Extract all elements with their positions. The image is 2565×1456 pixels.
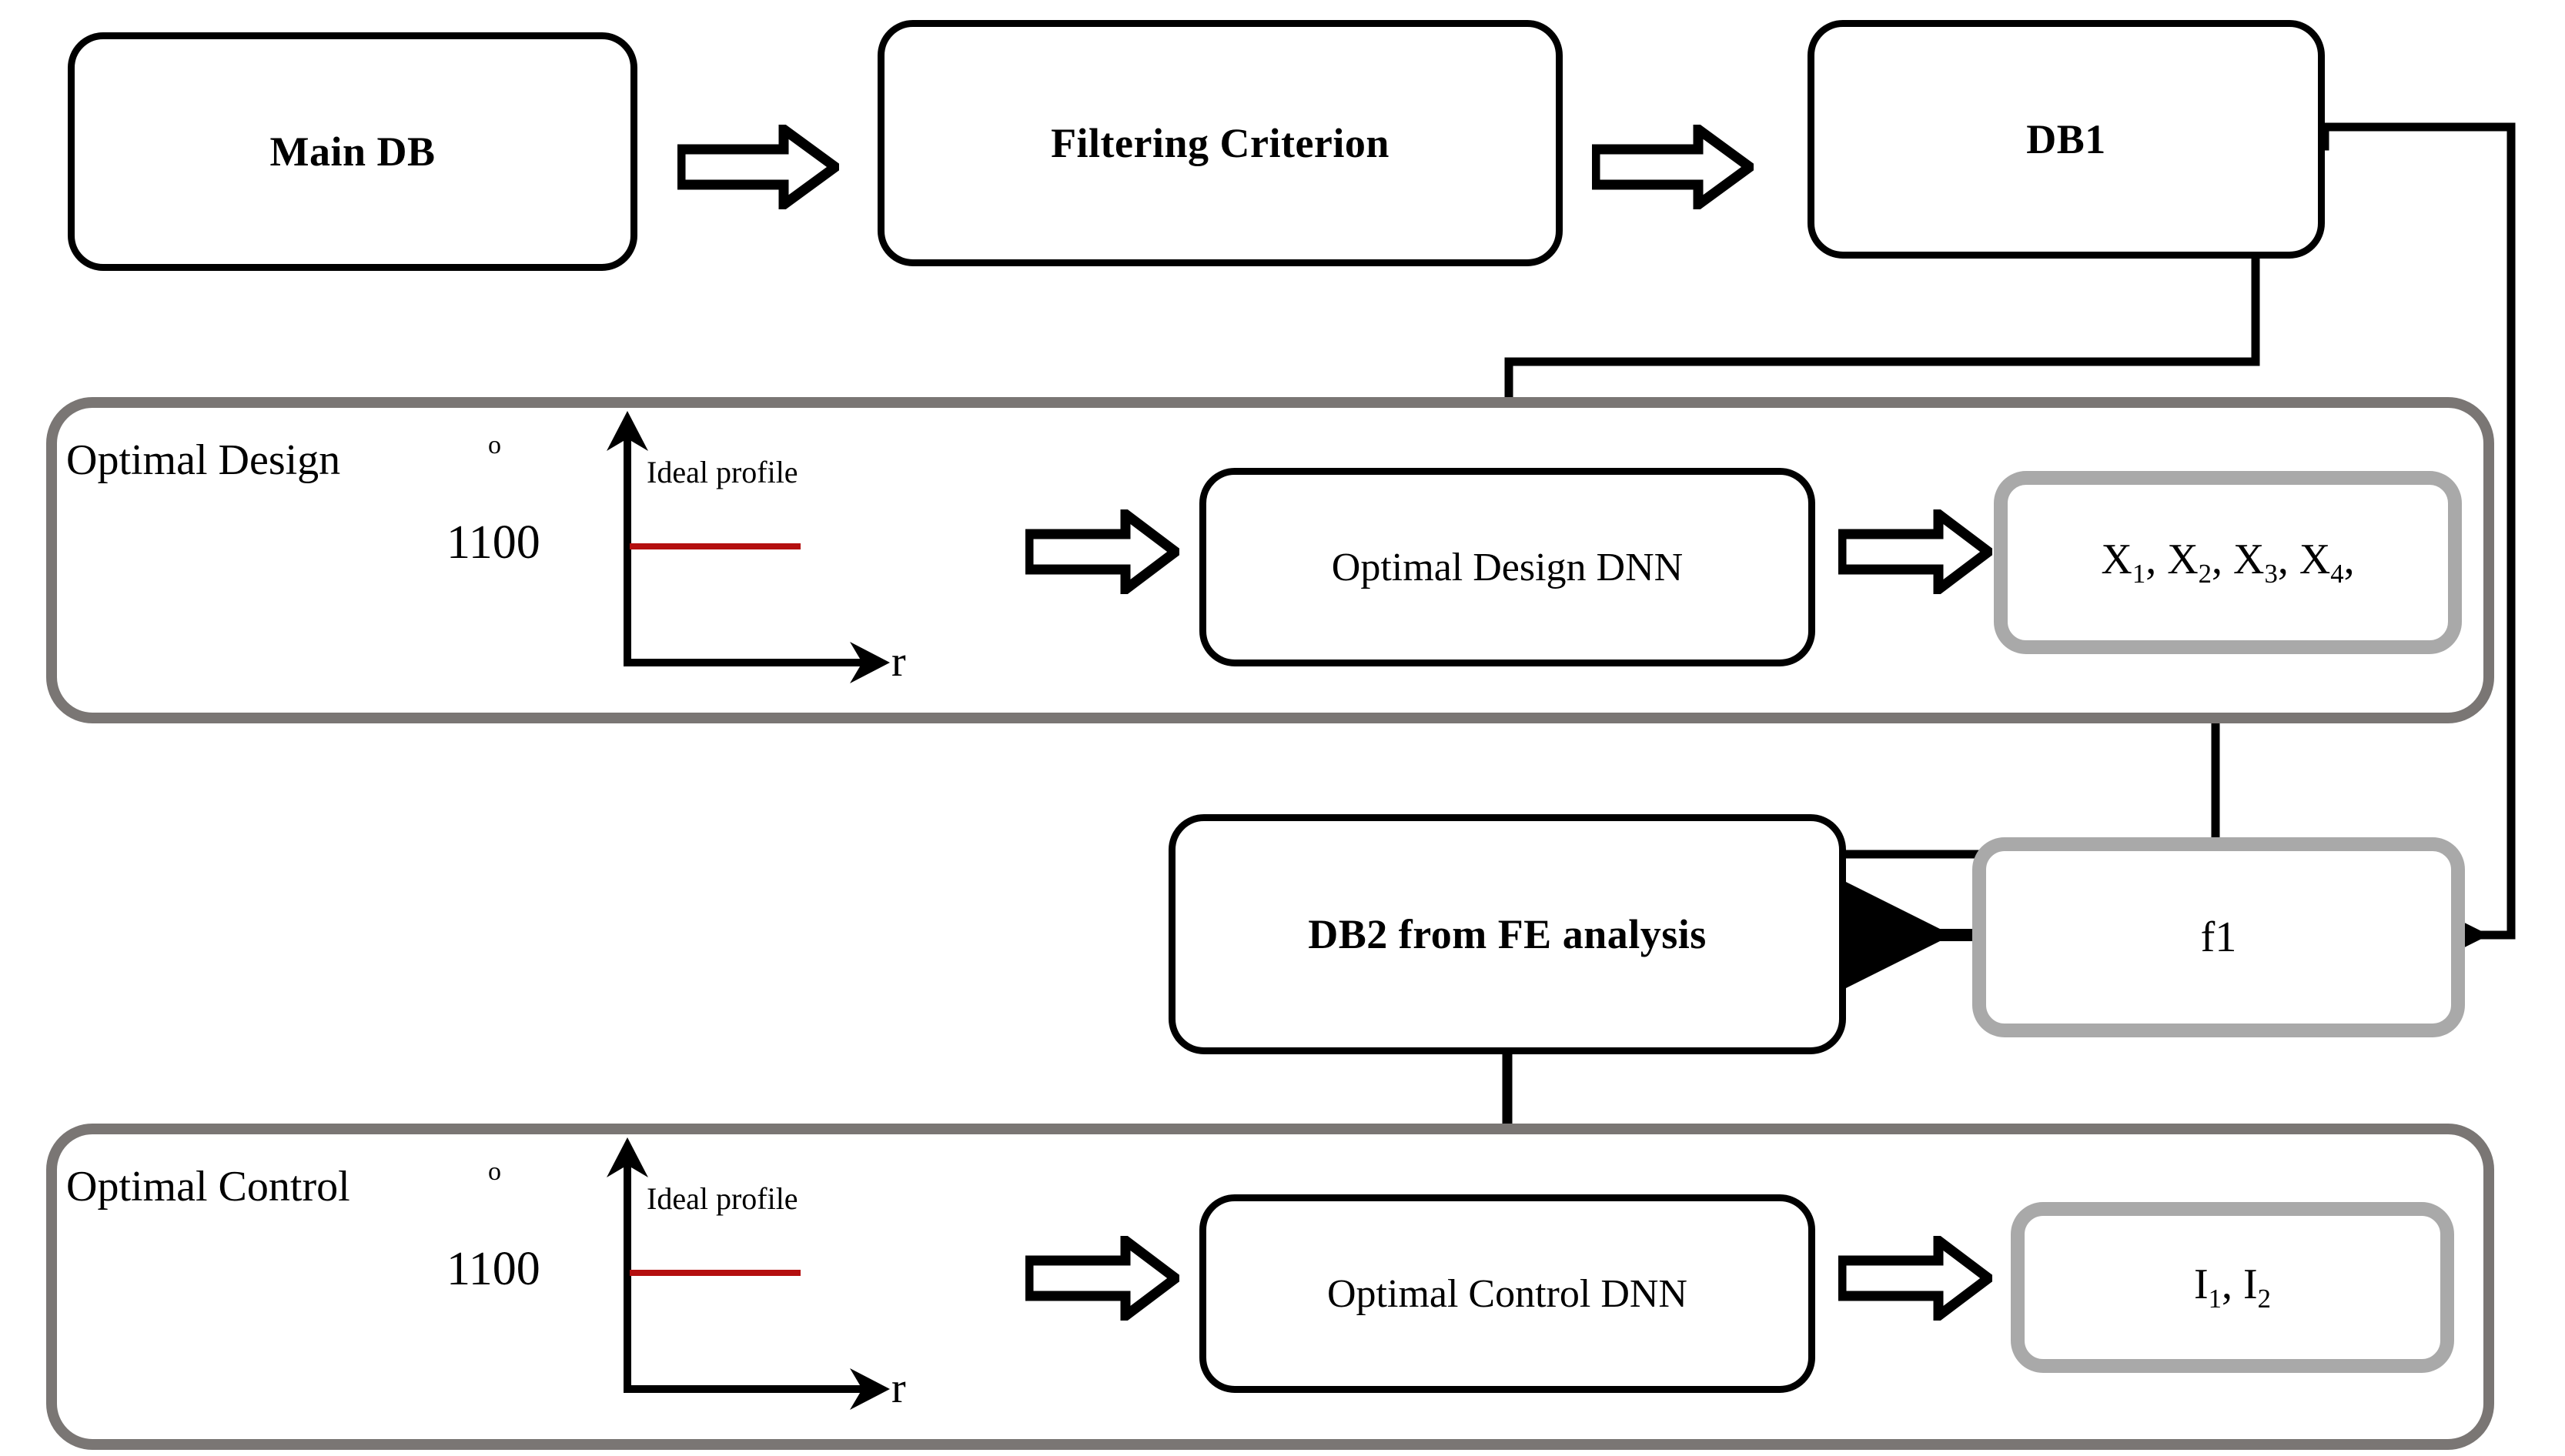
plot-x-axis-label: r xyxy=(891,1364,906,1412)
block-arrow-design-dnn-to-outputs xyxy=(1838,509,1992,594)
block-arrow-filter-to-db1 xyxy=(1592,125,1754,209)
filtering-criterion-box[interactable]: Filtering Criterion xyxy=(878,20,1563,266)
plot-degree-symbol: o xyxy=(488,1157,501,1186)
optimal-control-dnn-box[interactable]: Optimal Control DNN xyxy=(1199,1194,1815,1393)
plot-x-axis xyxy=(624,1385,862,1393)
plot-y-axis-arrowhead xyxy=(607,411,648,451)
db2-label: DB2 from FE analysis xyxy=(1308,911,1707,957)
plot-y-value-label: 1100 xyxy=(446,516,540,569)
optimal-design-miniplot: o 1100 Ideal profile r xyxy=(446,411,1124,693)
control-outputs-box[interactable]: I1, I2 xyxy=(2011,1202,2454,1373)
ideal-profile-line xyxy=(630,1270,801,1276)
control-outputs-label: I1, I2 xyxy=(2193,1261,2272,1314)
optimal-control-title: Optimal Control xyxy=(66,1163,350,1211)
design-outputs-box[interactable]: X1, X2, X3, X4, xyxy=(1994,471,2462,654)
main-db-box[interactable]: Main DB xyxy=(68,32,637,271)
f1-label: f1 xyxy=(2200,913,2237,961)
optimal-design-dnn-box[interactable]: Optimal Design DNN xyxy=(1199,468,1815,666)
plot-y-axis xyxy=(624,434,631,665)
f1-box[interactable]: f1 xyxy=(1972,837,2465,1037)
plot-degree-symbol: o xyxy=(488,431,501,459)
ideal-profile-line xyxy=(630,543,801,549)
ideal-profile-legend: Ideal profile xyxy=(647,455,798,489)
block-arrow-plot-to-control-dnn xyxy=(1025,1236,1179,1321)
plot-y-axis-arrowhead xyxy=(607,1137,648,1177)
block-arrow-main-to-filter xyxy=(677,125,839,209)
optimal-design-title: Optimal Design xyxy=(66,436,341,484)
plot-x-axis-label: r xyxy=(891,638,906,686)
block-arrow-plot-to-design-dnn xyxy=(1025,509,1179,594)
db1-label: DB1 xyxy=(2026,116,2106,162)
db2-box[interactable]: DB2 from FE analysis xyxy=(1169,814,1846,1054)
main-db-label: Main DB xyxy=(269,129,436,175)
plot-x-axis xyxy=(624,659,862,666)
plot-x-axis-arrowhead xyxy=(850,642,890,683)
plot-y-axis xyxy=(624,1160,631,1391)
design-outputs-label: X1, X2, X3, X4, xyxy=(2101,536,2355,589)
ideal-profile-legend: Ideal profile xyxy=(647,1181,798,1216)
optimal-control-miniplot: o 1100 Ideal profile r xyxy=(446,1137,1124,1419)
optimal-control-dnn-label: Optimal Control DNN xyxy=(1327,1271,1687,1316)
filtering-criterion-label: Filtering Criterion xyxy=(1051,120,1390,166)
db1-box[interactable]: DB1 xyxy=(1808,20,2325,259)
optimal-design-dnn-label: Optimal Design DNN xyxy=(1331,545,1684,589)
plot-y-value-label: 1100 xyxy=(446,1243,540,1295)
block-arrow-control-dnn-to-outputs xyxy=(1838,1236,1992,1321)
plot-x-axis-arrowhead xyxy=(850,1368,890,1410)
